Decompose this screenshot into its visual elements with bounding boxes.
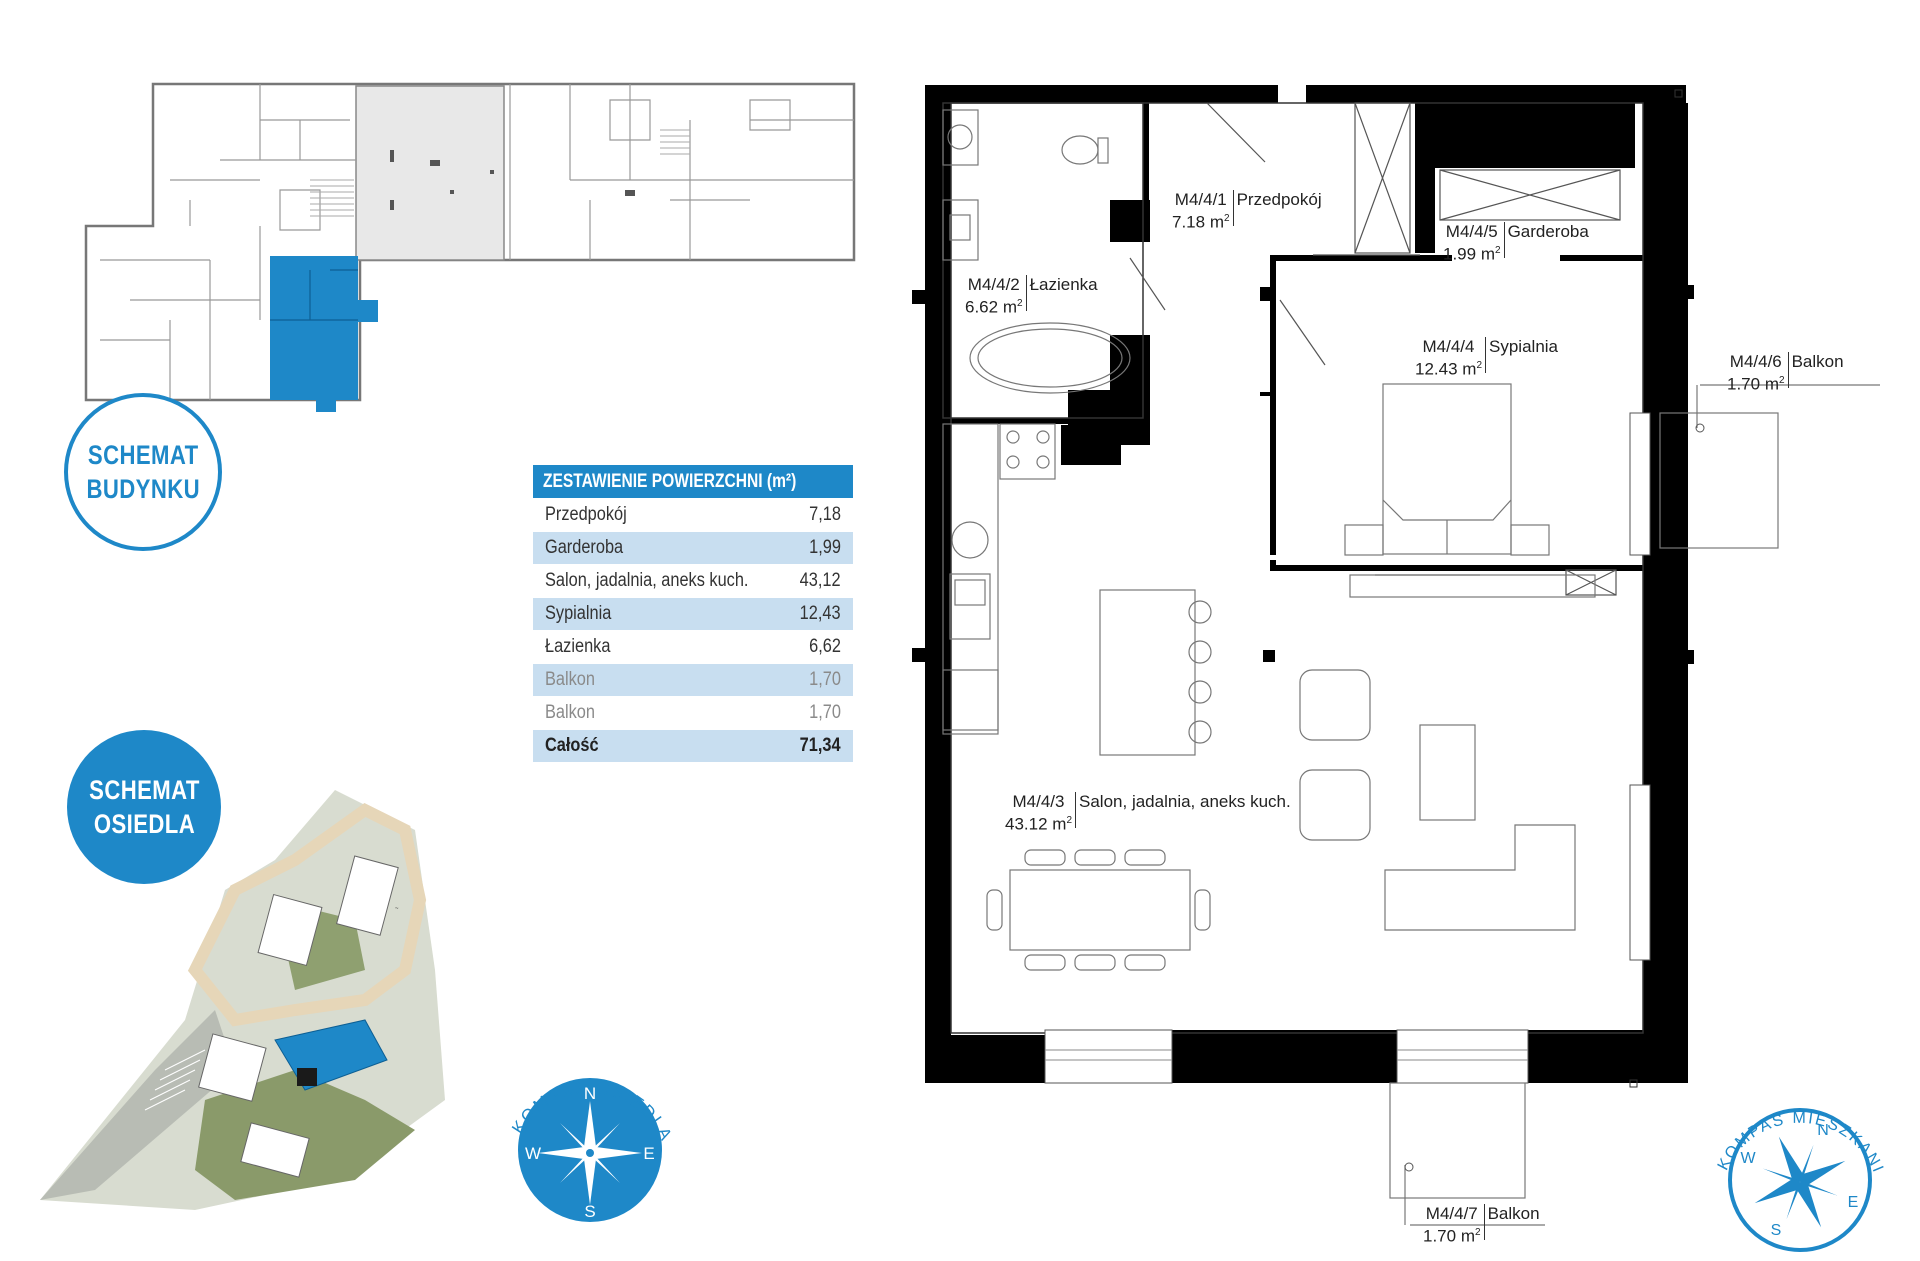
compass-s: S xyxy=(1771,1222,1782,1239)
compass-n: N xyxy=(1817,1122,1829,1139)
building-scheme-line2: BUDYNKU xyxy=(86,474,200,504)
estate-scheme-badge: SCHEMAT OSIEDLA xyxy=(67,730,221,884)
compass-w: W xyxy=(525,1144,541,1163)
table-row: Salon, jadalnia, aneks kuch.43,12 xyxy=(545,570,841,591)
estate-map: ~ xyxy=(40,790,445,1210)
compass-w: W xyxy=(1740,1150,1756,1167)
svg-text:~: ~ xyxy=(395,906,399,912)
compass-rose-icon xyxy=(1754,1136,1846,1228)
estate-scheme-line2: OSIEDLA xyxy=(93,809,195,839)
building-scheme xyxy=(84,82,856,412)
compass-e: E xyxy=(1848,1194,1859,1211)
table-title: ZESTAWIENIE POWIERZCHNI (m²) xyxy=(533,465,853,498)
building-scheme-line1: SCHEMAT xyxy=(87,440,199,470)
compass-s: S xyxy=(584,1202,595,1221)
compass-e: E xyxy=(643,1144,654,1163)
estate-compass: KOMPAS OSIEDLA N S W E xyxy=(508,1078,674,1222)
compass-rose-icon xyxy=(538,1101,642,1205)
building-scheme-badge: SCHEMAT BUDYNKU xyxy=(64,393,222,551)
compass-n: N xyxy=(584,1084,596,1103)
estate-scheme-line1: SCHEMAT xyxy=(88,775,200,805)
apartment-compass: KOMPAS MIESZKANIA N S W E xyxy=(1700,1055,1885,1252)
